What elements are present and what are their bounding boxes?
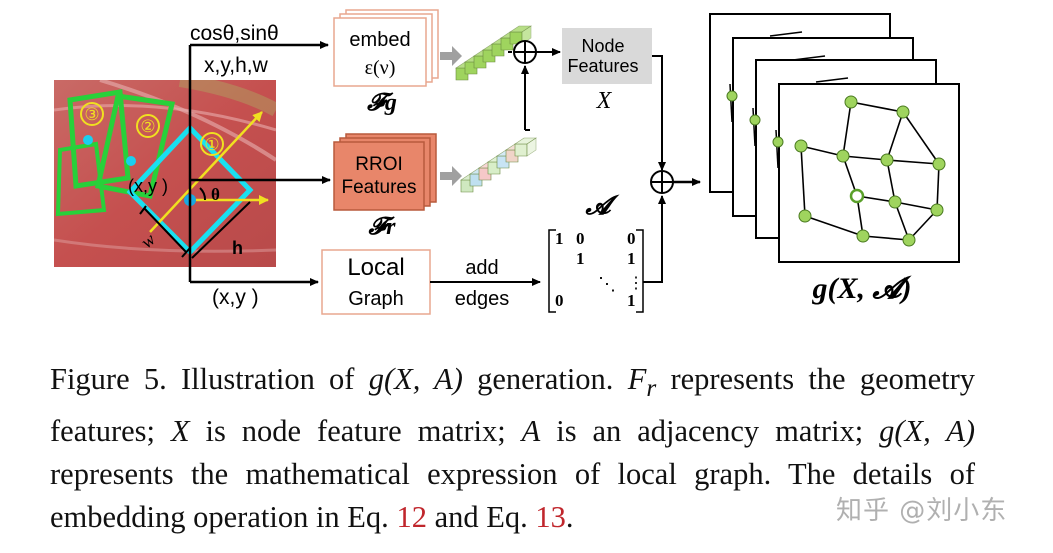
- embed-function-label: ε(ν): [365, 57, 396, 79]
- region-mark-3: ③: [84, 105, 99, 125]
- rroi-to-vector-arrow: [440, 166, 462, 186]
- output-graph-stack: [709, 13, 960, 263]
- matrix-dots: ⋱: [598, 274, 616, 294]
- rroi-label: RROI: [355, 154, 403, 175]
- adjacency-matrix: 1 0 0 1 1 0 1 ⋱ ⋮: [548, 229, 644, 313]
- graph-node: [930, 203, 944, 217]
- matrix-vdots: ⋮: [628, 275, 644, 292]
- graph-edge: [886, 111, 904, 161]
- graph-edge: [936, 163, 940, 211]
- graph-node: [888, 195, 902, 209]
- embed-box: embed ε(ν): [333, 9, 439, 87]
- x-symbol: X: [596, 88, 613, 114]
- concat-plus-1: [513, 40, 537, 64]
- region-box-2: [95, 93, 176, 199]
- feature-cell: [514, 143, 528, 157]
- local-label: Local: [347, 254, 404, 281]
- graph-frame: [778, 83, 960, 263]
- flow-lines: [188, 41, 331, 286]
- h-label: h: [232, 238, 243, 258]
- graph-edge: [886, 159, 896, 203]
- region-mark-2: ②: [140, 117, 155, 137]
- add-label: add: [465, 257, 498, 279]
- node-features-box: Node Features: [562, 28, 652, 84]
- graph-node: [836, 149, 850, 163]
- angle-input-label: cosθ,sinθ: [190, 22, 279, 45]
- input-image: ③ ② ① θ (x,y ) w h: [54, 80, 276, 267]
- graph-edge: [894, 201, 938, 211]
- graph-edge: [886, 159, 940, 165]
- graph-node: [896, 105, 910, 119]
- graph-edge: [842, 101, 852, 157]
- yellow-diagonal-arrow: [149, 111, 263, 233]
- graph-edge: [800, 145, 844, 157]
- fr-symbol: 𝓕r: [367, 214, 396, 240]
- output-label: g(X, 𝓐): [812, 272, 913, 305]
- graph-edge: [894, 201, 910, 241]
- a-symbol: 𝓐: [584, 191, 620, 220]
- graph-label: Graph: [348, 288, 404, 310]
- fg-symbol: 𝓕g: [366, 90, 397, 116]
- local-graph-box: Local Graph: [321, 249, 431, 315]
- graph-edge: [862, 235, 910, 241]
- graph-edge: [850, 101, 904, 113]
- math-g-x-a: g(X, A): [879, 414, 975, 449]
- matrix-entry: 0: [627, 229, 636, 248]
- rroi-features-label: Features: [342, 177, 417, 198]
- equation-ref-13[interactable]: 13: [535, 500, 566, 535]
- graph-edge: [804, 215, 864, 237]
- graph-node: [798, 209, 812, 223]
- matrix-entry: 0: [576, 229, 585, 248]
- graph-node: [849, 188, 865, 204]
- concat-plus-2: [650, 170, 674, 194]
- figure-caption: Figure 5. Illustration of g(X, A) genera…: [50, 362, 976, 535]
- figure-label: Figure 5.: [50, 362, 167, 396]
- theta-label: θ: [211, 185, 220, 204]
- matrix-entry: 1: [555, 229, 564, 248]
- embed-label: embed: [349, 29, 410, 51]
- graph-node: [794, 139, 808, 153]
- rroi-feature-vector: [460, 137, 537, 193]
- matrix-entry: 1: [576, 249, 585, 268]
- geometry-feature-vector: [455, 25, 532, 81]
- matrix-entry: 1: [627, 291, 636, 310]
- graph-node: [856, 229, 870, 243]
- point-input-label: (x,y ): [212, 286, 259, 309]
- matrix-entry: 0: [555, 291, 564, 310]
- edges-label: edges: [455, 288, 510, 310]
- rroi-features-box: RROI Features: [333, 133, 437, 211]
- node-label: Node: [581, 36, 624, 56]
- graph-edge: [902, 111, 940, 165]
- graph-edge: [842, 155, 888, 161]
- embed-to-vector-arrow: [440, 46, 462, 66]
- graph-node: [902, 233, 916, 247]
- graph-node: [932, 157, 946, 171]
- graph-edge: [800, 145, 806, 217]
- node-features-label: Features: [567, 56, 638, 76]
- math-x: X: [170, 414, 190, 449]
- box-input-label: x,y,h,w: [204, 54, 269, 77]
- math-a: A: [521, 414, 541, 449]
- math-f: F: [627, 362, 647, 396]
- graph-node: [880, 153, 894, 167]
- graph-node: [844, 95, 858, 109]
- math-g-x-a: g(X, A): [368, 362, 463, 396]
- region-mark-1: ①: [204, 135, 219, 155]
- equation-ref-12[interactable]: 12: [396, 500, 427, 535]
- watermark: 知乎 @刘小东: [836, 496, 1008, 526]
- matrix-entry: 1: [627, 249, 636, 268]
- image-point-label: (x,y ): [128, 176, 168, 196]
- graph-edge: [908, 209, 938, 241]
- region-box-3: [67, 89, 131, 189]
- figure-diagram: ③ ② ① θ (x,y ) w h cosθ,sinθ x,y,h,w (x,…: [54, 9, 960, 315]
